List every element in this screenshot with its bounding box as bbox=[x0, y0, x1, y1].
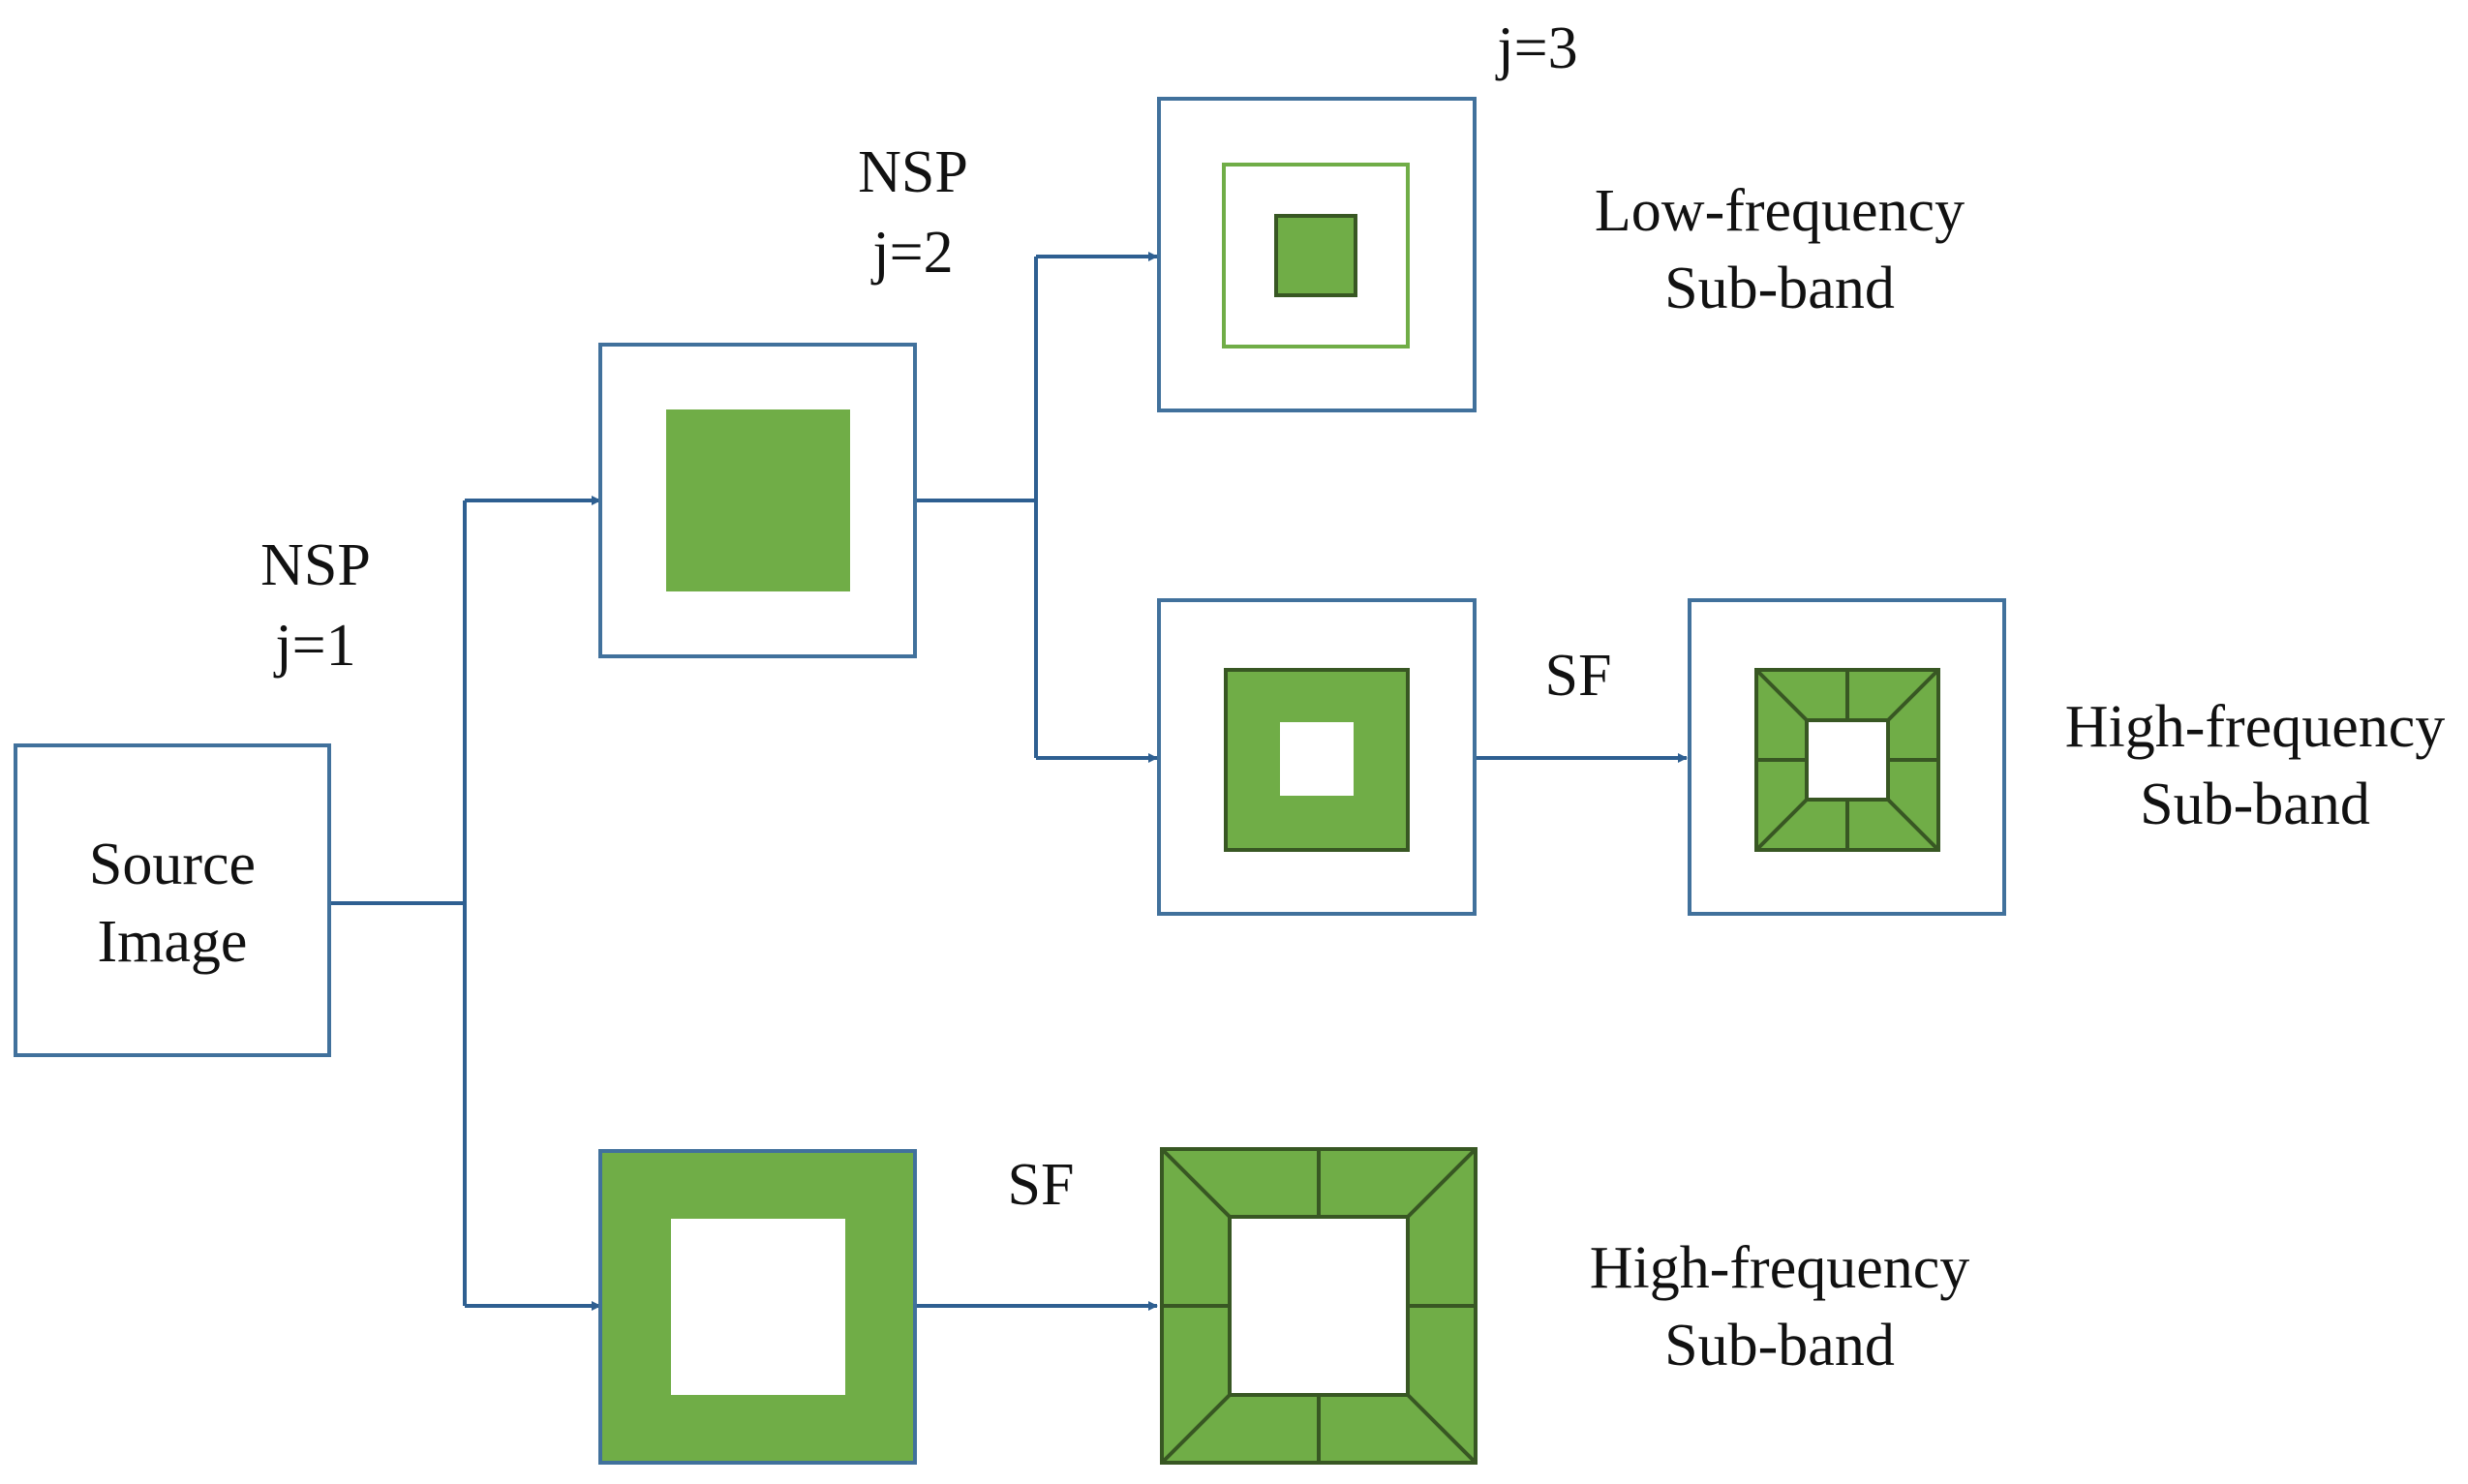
low-frequency-label-line1: Low-frequency bbox=[1595, 178, 1965, 244]
level1-highpass-hole bbox=[671, 1219, 845, 1395]
source-label-line2: Image bbox=[98, 909, 248, 975]
nsp2-label-line2: j=2 bbox=[870, 220, 953, 286]
nsp2-label-line1: NSP bbox=[858, 139, 968, 205]
sf-lower-label: SF bbox=[1008, 1152, 1075, 1218]
nsp1-label-line1: NSP bbox=[260, 532, 371, 598]
source-image-box: Source Image bbox=[14, 743, 331, 1057]
level2-directional-hole bbox=[1805, 718, 1890, 802]
low-frequency-label-line2: Sub-band bbox=[1664, 256, 1895, 321]
source-label-line1: Source bbox=[89, 832, 256, 897]
connectors bbox=[329, 252, 1688, 1311]
nsp1-label-line2: j=1 bbox=[273, 613, 355, 679]
level1-directional-hole bbox=[1228, 1215, 1410, 1397]
high-frequency-upper-label-line2: Sub-band bbox=[2140, 772, 2370, 837]
low-frequency-box bbox=[1157, 97, 1477, 412]
level2-highpass-box bbox=[1157, 598, 1477, 916]
level1-lowpass-box bbox=[598, 343, 917, 658]
level2-directional-box bbox=[1688, 598, 2006, 916]
sf-upper-label: SF bbox=[1545, 643, 1612, 709]
level1-directional-box bbox=[1160, 1147, 1478, 1465]
level1-highpass-box bbox=[598, 1149, 917, 1465]
high-frequency-upper-label-line1: High-frequency bbox=[2065, 694, 2446, 760]
high-frequency-lower-label-line1: High-frequency bbox=[1590, 1235, 1970, 1301]
j3-label: j=3 bbox=[1495, 15, 1577, 81]
level2-highpass-hole bbox=[1280, 722, 1354, 796]
lowpass-green-square bbox=[666, 409, 850, 591]
high-frequency-lower-label-line2: Sub-band bbox=[1664, 1313, 1895, 1378]
low-frequency-core bbox=[1274, 214, 1357, 297]
